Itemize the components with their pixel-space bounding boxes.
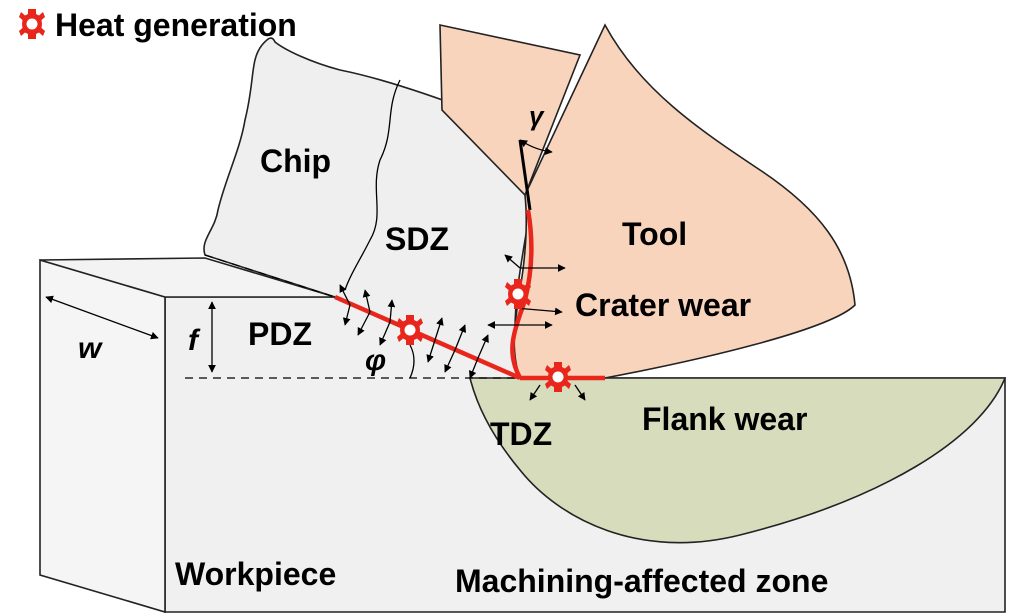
label-crater-wear: Crater wear xyxy=(575,287,751,323)
label-w: w xyxy=(78,332,103,365)
label-gamma: γ xyxy=(529,101,545,131)
label-f: f xyxy=(188,324,201,357)
chip-body xyxy=(203,37,529,380)
heat-gear-legend-icon xyxy=(19,9,45,39)
label-phi: φ xyxy=(365,344,386,377)
flank-wear-zone xyxy=(468,377,1007,544)
label-workpiece: Workpiece xyxy=(175,556,336,592)
label-tool: Tool xyxy=(622,216,687,252)
primary-shear-line xyxy=(334,294,521,381)
label-tdz: TDZ xyxy=(490,416,552,452)
label-chip: Chip xyxy=(260,143,331,179)
label-pdz: PDZ xyxy=(248,316,312,352)
heat-flux-arrows xyxy=(339,254,586,401)
rake-angle-arc xyxy=(519,139,553,156)
label-sdz: SDZ xyxy=(385,221,449,257)
uncut-surface-dashed xyxy=(204,254,336,298)
workpiece-side-face xyxy=(39,258,166,614)
shear-angle-arc xyxy=(409,344,415,379)
label-machining-zone: Machining-affected zone xyxy=(455,563,828,599)
width-dimension-arrow xyxy=(45,295,159,340)
chip-segment-boundary xyxy=(344,79,401,291)
legend-label: Heat generation xyxy=(55,7,297,43)
label-flank-wear: Flank wear xyxy=(642,401,807,437)
